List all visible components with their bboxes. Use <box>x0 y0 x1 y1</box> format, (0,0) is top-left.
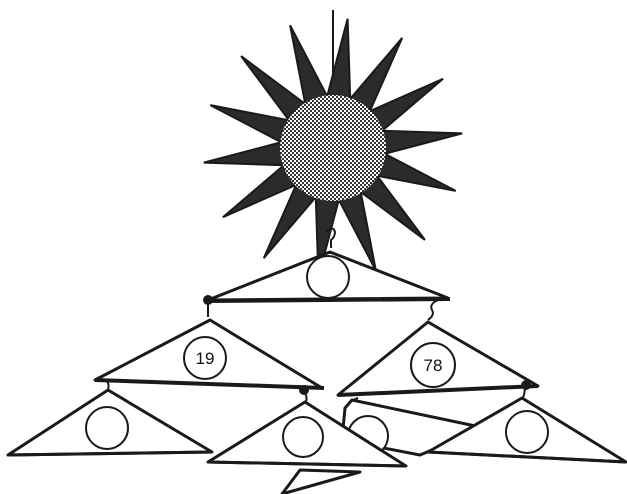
hanger-mid-left: 19 <box>95 320 324 388</box>
hanger-number: 19 <box>196 349 215 368</box>
hanger-tag-circle <box>86 407 128 449</box>
hanger-bottom-left <box>8 390 212 455</box>
hanger-partial-bottom <box>282 470 360 494</box>
hanger-tag-circle <box>283 417 323 457</box>
hanger-tag-circle <box>506 411 548 453</box>
hanger-tag-circle <box>307 256 349 298</box>
hanger-top <box>203 252 450 305</box>
star-center-mesh <box>280 95 386 201</box>
hanger-mid-right: 78 <box>338 322 538 395</box>
hanger-number: 78 <box>424 356 443 375</box>
